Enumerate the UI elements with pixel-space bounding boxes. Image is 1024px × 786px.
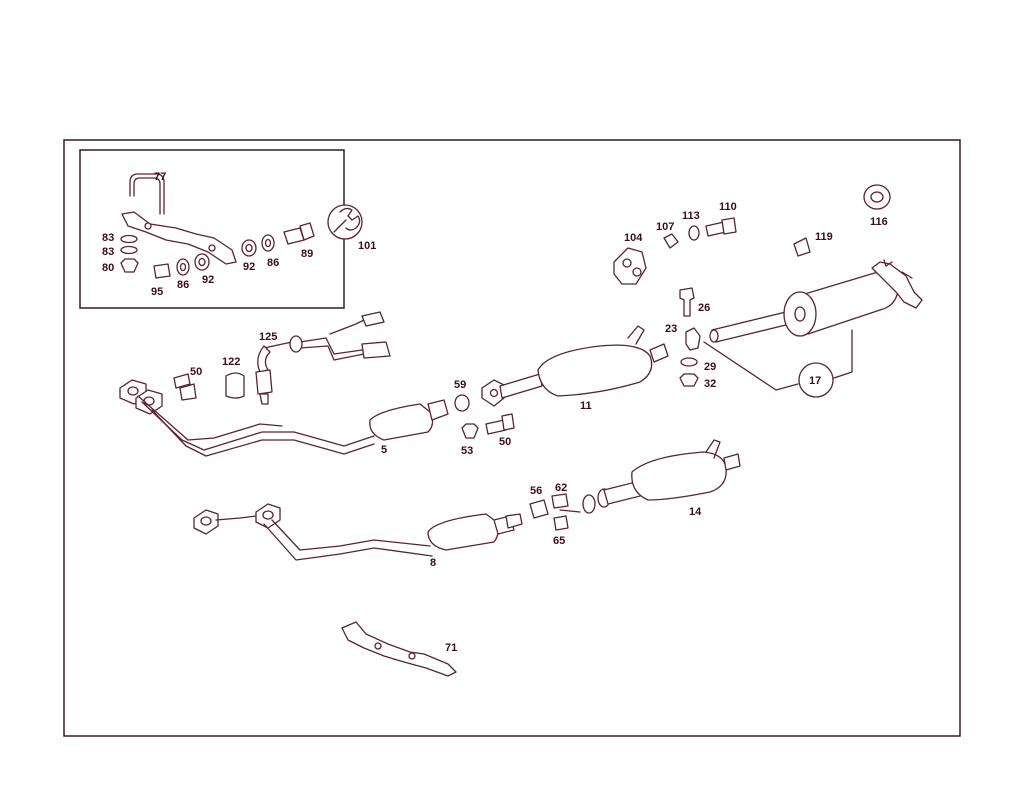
- label-101: 101: [358, 240, 376, 252]
- center-muffler-11: [537, 344, 653, 397]
- label-116: 116: [870, 216, 888, 228]
- oxygen-sensor-125: [255, 311, 391, 405]
- nut-32: [679, 373, 699, 387]
- upper-right-hardware: [613, 184, 891, 387]
- inset-bracket-assembly: [120, 173, 363, 279]
- label-110: 110: [719, 201, 737, 213]
- front-pipe-8: [215, 515, 257, 521]
- clamp-23: [685, 327, 701, 351]
- label-83b: 83: [102, 246, 114, 258]
- front-pipe-5: [141, 401, 375, 451]
- label-32: 32: [704, 378, 716, 390]
- label-104: 104: [624, 232, 643, 244]
- label-29: 29: [704, 361, 716, 373]
- ring-65: [553, 515, 569, 531]
- callout-circle-17: [798, 362, 834, 398]
- label-53: 53: [461, 445, 473, 457]
- label-95: 95: [151, 286, 163, 298]
- center-muffler-14: [631, 451, 727, 501]
- label-71: 71: [445, 642, 457, 654]
- label-92b: 92: [243, 261, 255, 273]
- bolt-95: [153, 263, 171, 279]
- label-56: 56: [530, 485, 542, 497]
- label-83a: 83: [102, 232, 114, 244]
- upper-exhaust-assembly: [119, 311, 669, 457]
- label-11: 11: [580, 400, 592, 412]
- label-65: 65: [553, 535, 565, 547]
- label-8: 8: [430, 557, 436, 569]
- label-14: 14: [689, 506, 702, 518]
- nut-53: [461, 423, 479, 439]
- label-50b: 50: [499, 436, 511, 448]
- label-86b: 86: [267, 257, 279, 269]
- bracket: [121, 211, 237, 265]
- label-59: 59: [454, 379, 466, 391]
- label-113: 113: [682, 210, 700, 222]
- clamp-14a: [582, 494, 596, 514]
- catalyst-5: [369, 403, 434, 441]
- u-bolt-77: [129, 173, 165, 215]
- washer-83b: [120, 245, 138, 255]
- rear-muffler-assembly: [703, 259, 923, 398]
- label-77: 77: [154, 171, 166, 183]
- label-62: 62: [555, 482, 567, 494]
- clamp-59: [454, 394, 470, 412]
- washer-113: [688, 225, 700, 241]
- washer-29: [680, 357, 698, 367]
- nut-80: [120, 258, 139, 273]
- catalyst-8: [427, 513, 499, 551]
- label-23: 23: [665, 323, 677, 335]
- clamp-122: [225, 372, 245, 399]
- label-5: 5: [381, 444, 387, 456]
- label-17: 17: [809, 375, 821, 387]
- clamp-56: [529, 499, 549, 519]
- label-50a: 50: [190, 366, 202, 378]
- clip-107: [663, 233, 679, 249]
- label-122: 122: [222, 356, 240, 368]
- bracket-71: [341, 621, 457, 677]
- label-119: 119: [815, 231, 833, 243]
- diagram-frame: [63, 139, 961, 737]
- label-107: 107: [656, 221, 674, 233]
- lower-exhaust-assembly: [193, 439, 741, 561]
- label-26: 26: [698, 302, 710, 314]
- bolt-26: [679, 287, 695, 317]
- label-125: 125: [259, 331, 277, 343]
- intermediate-pipe-11: [499, 373, 543, 399]
- label-86a: 86: [177, 279, 189, 291]
- label-89: 89: [301, 248, 313, 260]
- washer-83a: [120, 234, 138, 244]
- ring-62: [551, 493, 569, 509]
- wrench-icon: [327, 204, 363, 240]
- bolt-50a: [173, 373, 191, 389]
- label-92a: 92: [202, 274, 214, 286]
- grommet-119: [793, 237, 811, 257]
- label-80: 80: [102, 262, 114, 274]
